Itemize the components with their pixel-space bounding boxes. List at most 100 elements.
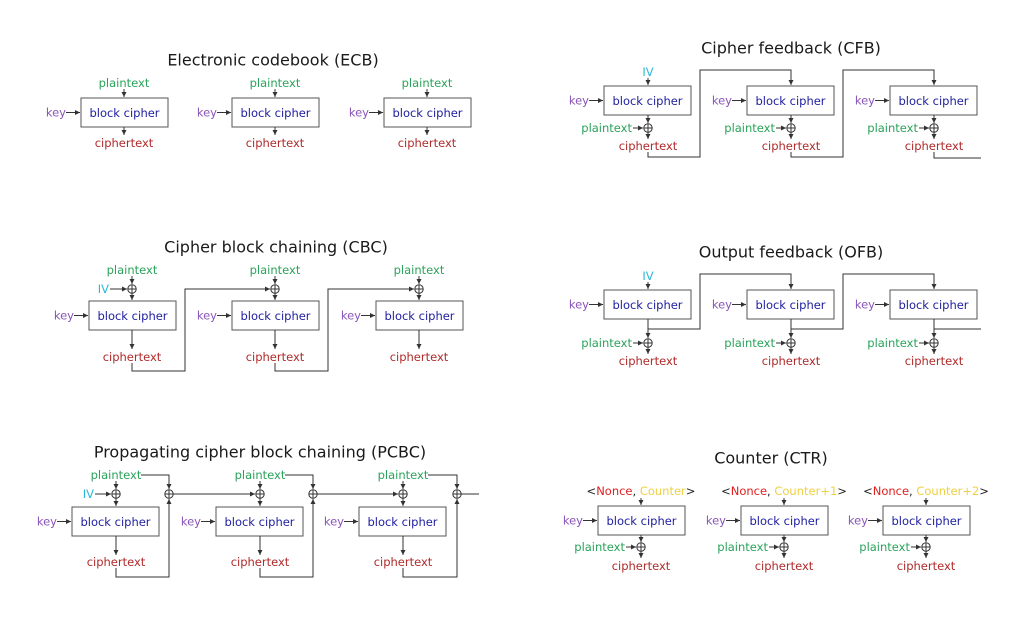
- ciphertext-label: ciphertext: [398, 136, 457, 150]
- nonce-counter-label: <Nonce, Counter+2>: [863, 484, 989, 498]
- ciphertext-label: ciphertext: [103, 350, 162, 364]
- feedback-wire: [647, 69, 794, 158]
- chain-wire: [131, 286, 270, 372]
- plaintext-label: plaintext: [581, 336, 632, 350]
- ciphertext-label: ciphertext: [755, 559, 814, 573]
- block-cipher-label: block cipher: [755, 94, 825, 108]
- plaintext-label: plaintext: [250, 76, 301, 90]
- ciphertext-label: ciphertext: [762, 139, 821, 153]
- bracket: <: [587, 484, 597, 498]
- mode-title: Output feedback (OFB): [699, 243, 884, 262]
- ctr-stage: <Nonce, Counter+2>block cipherkeyplainte…: [848, 484, 989, 573]
- plaintext-branch-wire: [285, 474, 316, 489]
- bracket: >: [686, 484, 696, 498]
- separator: ,: [767, 484, 774, 498]
- block-cipher-box: [231, 300, 320, 331]
- ciphertext-label: ciphertext: [905, 354, 964, 368]
- block-cipher-box: [889, 289, 978, 320]
- plaintext-label: plaintext: [867, 121, 918, 135]
- block-cipher-label: block cipher: [612, 94, 682, 108]
- nonce-label: Nonce: [873, 484, 909, 498]
- counter-label: Counter+1: [774, 484, 837, 498]
- block-cipher-box: [889, 85, 978, 116]
- block-cipher-box: [746, 85, 835, 116]
- block-cipher-label: block cipher: [755, 298, 825, 312]
- xor-icon: [643, 338, 653, 348]
- feedback-wire: [791, 273, 937, 330]
- xor-icon: [452, 489, 462, 499]
- key-label: key: [563, 514, 583, 528]
- xor-icon: [255, 489, 265, 499]
- ciphertext-label: ciphertext: [905, 139, 964, 153]
- counter-label: Counter+2: [916, 484, 979, 498]
- feedback-wire: [648, 273, 794, 330]
- key-label: key: [341, 309, 361, 323]
- xor-icon: [779, 542, 789, 552]
- plaintext-label: plaintext: [717, 540, 768, 554]
- mode-title: Cipher block chaining (CBC): [164, 238, 388, 257]
- cfb-stage: block cipher key plaintext ciphertext: [855, 85, 981, 159]
- xor-icon: [921, 542, 931, 552]
- mode-title: Cipher feedback (CFB): [701, 39, 881, 58]
- ctr-stage: <Nonce, Counter+1>block cipherkeyplainte…: [706, 484, 847, 573]
- block-cipher-label: block cipher: [898, 298, 968, 312]
- nonce-counter-label: <Nonce, Counter>: [587, 484, 696, 498]
- block-cipher-label: block cipher: [240, 106, 310, 120]
- plaintext-label: plaintext: [99, 76, 150, 90]
- ciphertext-feedback-wire: [402, 499, 460, 578]
- ciphertext-label: ciphertext: [231, 555, 290, 569]
- xor-icon: [270, 284, 280, 294]
- block-cipher-label: block cipher: [224, 515, 294, 529]
- ecb-mode: Electronic codebook (ECB)plaintextblock …: [46, 51, 472, 150]
- block-cipher-box: [603, 85, 692, 116]
- nonce-label: Nonce: [731, 484, 767, 498]
- iv-label: IV: [642, 269, 653, 283]
- feedback-wire: [790, 69, 937, 158]
- key-label: key: [712, 298, 732, 312]
- bracket: >: [979, 484, 989, 498]
- block-cipher-label: block cipher: [891, 514, 961, 528]
- key-label: key: [197, 309, 217, 323]
- block-cipher-box: [746, 289, 835, 320]
- block-cipher-label: block cipher: [367, 515, 437, 529]
- nonce-counter-label: <Nonce, Counter+1>: [721, 484, 847, 498]
- plaintext-label: plaintext: [574, 540, 625, 554]
- ciphertext-label: ciphertext: [95, 136, 154, 150]
- plaintext-label: plaintext: [107, 263, 158, 277]
- ciphertext-label: ciphertext: [246, 350, 305, 364]
- key-label: key: [569, 298, 589, 312]
- ciphertext-label: ciphertext: [762, 354, 821, 368]
- xor-icon: [111, 489, 121, 499]
- cfb-stage: block cipher key plaintext ciphertext: [712, 69, 937, 158]
- ctr-stage: <Nonce, Counter>block cipherkeyplaintext…: [563, 484, 696, 573]
- plaintext-label: plaintext: [581, 121, 632, 135]
- key-label: key: [54, 309, 74, 323]
- ciphertext-label: ciphertext: [612, 559, 671, 573]
- block-cipher-box: [215, 506, 304, 537]
- key-label: key: [181, 515, 201, 529]
- pcbc-mode: Propagating cipher block chaining (PCBC)…: [37, 443, 479, 578]
- xor-icon: [929, 338, 939, 348]
- block-cipher-label: block cipher: [384, 309, 454, 323]
- xor-icon: [127, 284, 137, 294]
- block-cipher-box: [740, 505, 829, 536]
- xor-icon: [786, 338, 796, 348]
- ciphertext-label: ciphertext: [374, 555, 433, 569]
- key-label: key: [855, 94, 875, 108]
- key-label: key: [855, 298, 875, 312]
- block-cipher-label: block cipher: [898, 94, 968, 108]
- key-label: key: [569, 94, 589, 108]
- xor-icon: [636, 542, 646, 552]
- counter-label: Counter: [640, 484, 686, 498]
- plaintext-label: plaintext: [402, 76, 453, 90]
